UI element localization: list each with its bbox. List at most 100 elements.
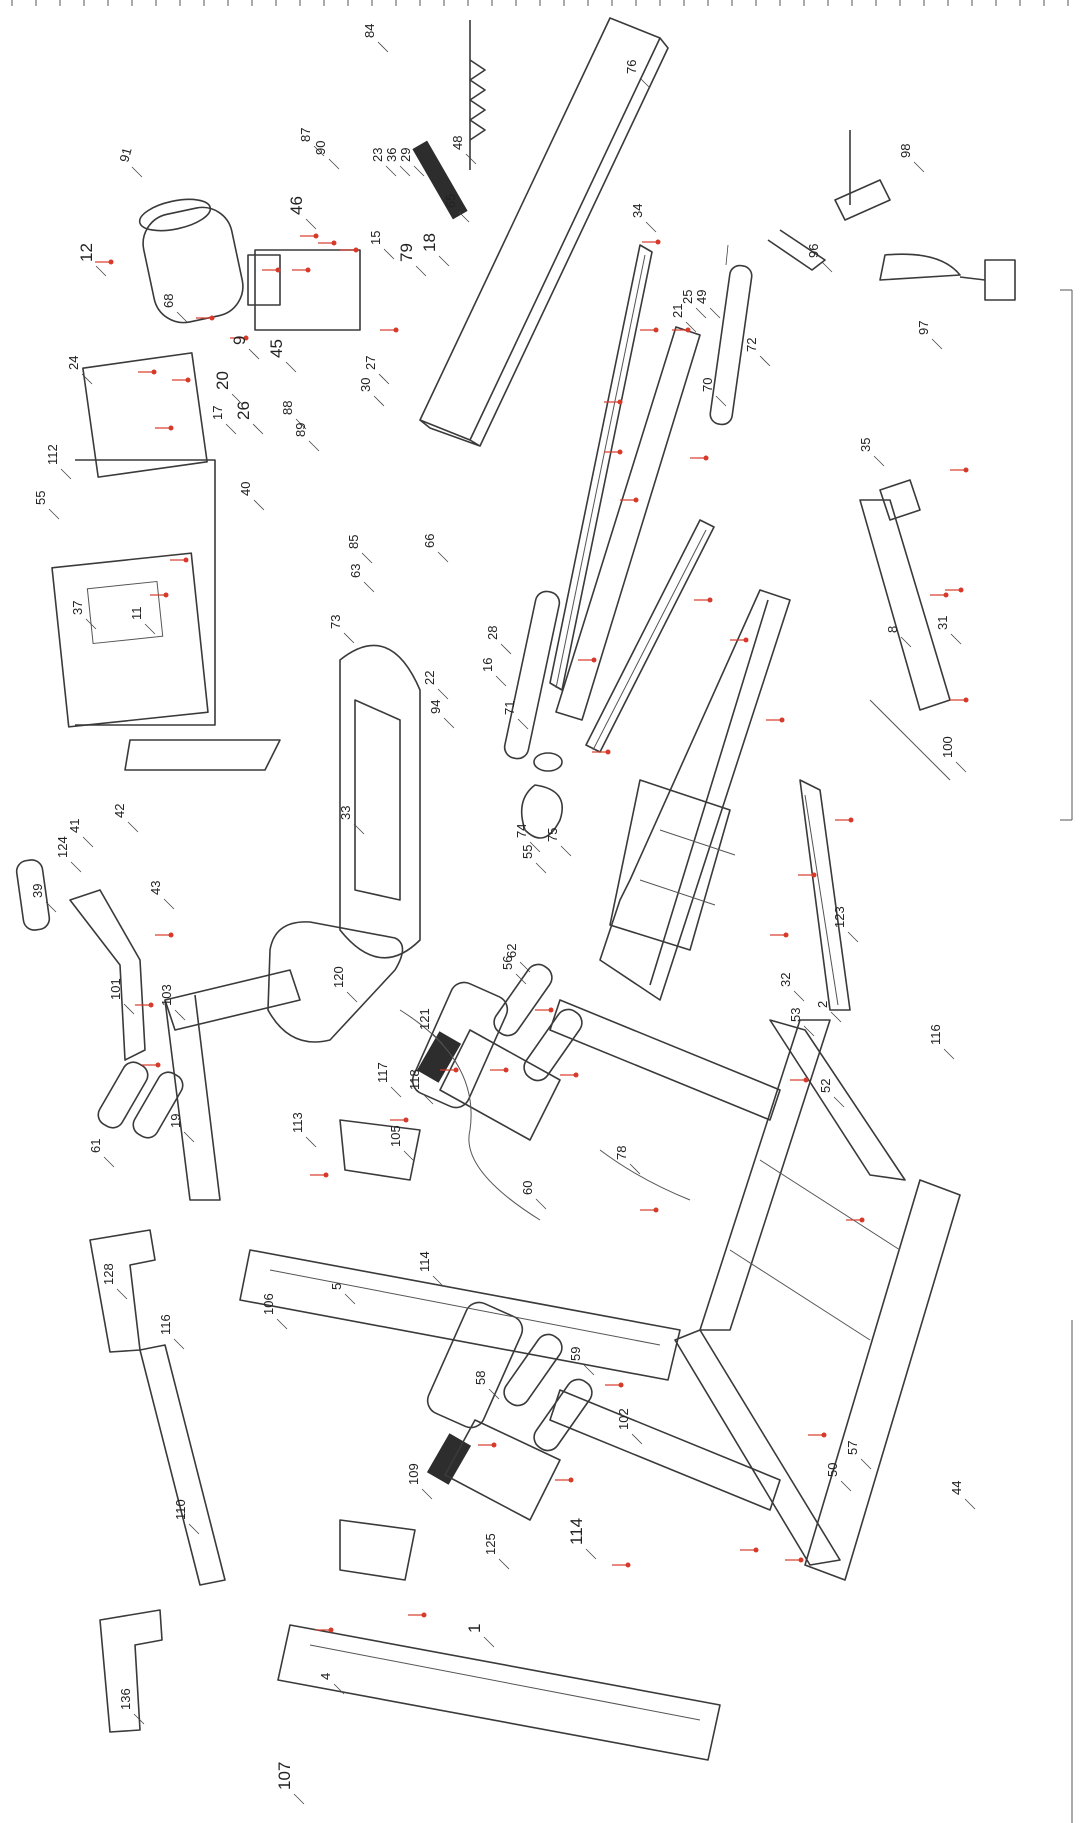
callout-label: 24 [66,356,81,370]
callout-label: 124 [55,836,70,858]
callout-leader [253,499,265,511]
callout-label: 76 [624,60,639,74]
handlebar-upright [75,459,281,771]
callout-leader [422,1093,434,1105]
callout-leader [95,265,107,277]
callout-leader [515,973,527,985]
hardware-bolt-icon [183,557,189,563]
callout-leader [415,265,427,277]
callout-label: 21 [670,304,685,318]
callout-label: 121 [417,1008,432,1030]
callout-leader [252,423,264,435]
callout-label: 89 [293,423,308,437]
callout-label: 116 [928,1024,943,1045]
callout-leader [833,1096,845,1108]
callout-label: 58 [473,1371,488,1385]
deck-board [419,17,669,447]
callout-leader [313,145,325,157]
callout-leader [438,255,450,267]
callout-leader [248,348,260,360]
hardware-bolt-icon [209,315,215,321]
callout-leader [174,1009,186,1021]
rod-79 [869,699,951,781]
callout-label: 35 [858,438,873,452]
callout-label: 33 [338,806,353,820]
hardware-bolt-icon [275,267,281,273]
callout-leader [188,1523,200,1535]
callout-leader [631,1433,643,1445]
motor-hood [339,644,421,959]
callout-label: 2 [815,1001,830,1008]
lubricant-bottle-icon [879,253,1016,301]
bar-102-lower [549,1389,781,1511]
callout-label: 136 [118,1688,133,1710]
roller-65 [412,140,468,220]
callout-label: 9 [230,336,249,345]
callout-label: 5 [329,1283,344,1290]
callout-label: 34 [630,204,645,218]
callout-label: 32 [778,973,793,987]
callout-label: 105 [388,1125,403,1147]
hardware-bolt-icon [331,240,337,246]
hardware-bolt-icon [779,717,785,723]
callout-label: 27 [363,356,378,370]
callout-leader [343,632,355,644]
callout-leader [225,423,237,435]
callout-leader [560,845,572,857]
hardware-bolt-icon [163,592,169,598]
seat-post-lower [444,1419,561,1521]
callout-label: 101 [108,978,123,1000]
callout-label: 87 [298,128,313,142]
hardware-bolt-icon [313,233,319,239]
callout-leader [183,1131,195,1143]
callout-label: 48 [450,136,465,150]
callout-leader [81,373,93,385]
callout-leader [276,1318,288,1330]
callout-label: 116 [158,1314,173,1335]
callout-leader [305,1136,317,1148]
callout-leader [629,1163,641,1175]
foam-rollers-upper [493,963,583,1082]
base-frame [674,1019,961,1581]
callout-leader [333,1683,345,1695]
hardware-bolt-icon [573,1072,579,1078]
hardware-bolt-icon [591,657,597,663]
callout-label: 1 [465,1624,484,1633]
hardware-bolt-icon [811,872,817,878]
callout-leader [173,1338,185,1350]
callout-label: 74 [514,824,529,838]
foam-rollers-lower [503,1333,593,1452]
hardware-bolt-icon [848,817,854,823]
hardware-bolt-icon [323,1172,329,1178]
callout-leader [383,248,395,260]
callout-leader [413,165,425,177]
callout-leader [715,395,727,407]
callout-leader [639,77,651,89]
hardware-bolt-icon [148,1002,154,1008]
callout-label: 42 [112,804,127,818]
motor [138,198,281,324]
callout-label: 70 [700,378,715,392]
hardware-bolt-icon [685,327,691,333]
callout-leader [465,153,477,165]
callout-leader [305,218,317,230]
callout-leader [517,718,529,730]
callout-leader [583,1364,595,1376]
callout-label: 91 [116,146,134,164]
callout-label: 98 [898,144,913,158]
callout-leader [535,862,547,874]
belt-outline [555,326,701,721]
callout-leader [500,643,512,655]
callout-leader [529,841,541,853]
callout-leader [163,898,175,910]
hardware-bolt-icon [353,247,359,253]
hardware-bolt-icon [653,327,659,333]
callout-label: 94 [428,700,443,714]
callout-label: 112 [45,444,60,465]
pad-upper [411,981,509,1109]
callout-leader [385,165,397,177]
callout-label: 45 [267,339,286,358]
callout-leader [793,990,805,1002]
hardware-bolt-icon [753,1547,759,1553]
upright-5 [239,1249,681,1381]
